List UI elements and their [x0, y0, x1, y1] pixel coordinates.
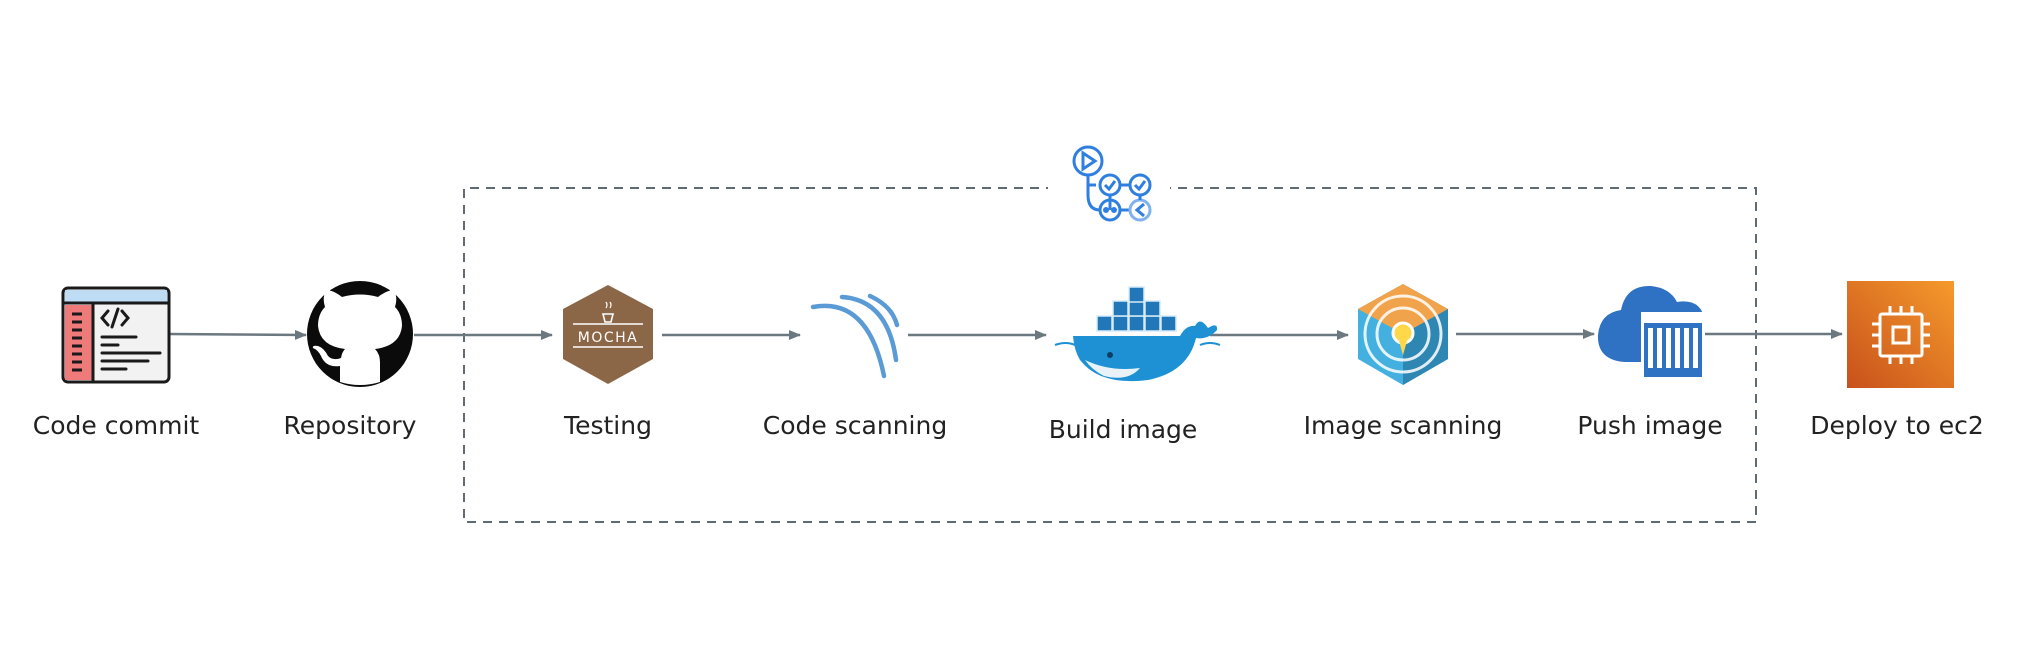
stage-label-deploy-to-ec2: Deploy to ec2 — [1810, 411, 1984, 440]
pipeline-group-box — [463, 187, 1757, 523]
github-actions-workflow-icon — [1072, 145, 1152, 222]
arrow-commit-to-repo — [167, 329, 307, 340]
scanning-arcs-icon — [810, 293, 900, 379]
stage-label-testing: Testing — [564, 411, 652, 440]
image-scanner-icon — [1358, 284, 1448, 385]
stage-label-code-commit: Code commit — [32, 411, 200, 440]
stage-label-image-scanning: Image scanning — [1303, 411, 1503, 440]
connector-arrows — [167, 329, 1843, 340]
mocha-icon: MOCHA — [563, 285, 653, 384]
container-registry-cloud-icon — [1597, 285, 1705, 380]
ec2-chip-icon — [1847, 281, 1954, 388]
stage-label-repository: Repository — [283, 411, 417, 440]
code-editor-icon — [61, 286, 171, 384]
stage-label-code-scanning: Code scanning — [762, 411, 948, 440]
docker-whale-icon — [1054, 286, 1221, 382]
stage-label-build-image: Build image — [1048, 415, 1198, 444]
github-icon — [307, 281, 413, 387]
mocha-badge-text: MOCHA — [578, 330, 638, 346]
stage-label-push-image: Push image — [1577, 411, 1723, 440]
